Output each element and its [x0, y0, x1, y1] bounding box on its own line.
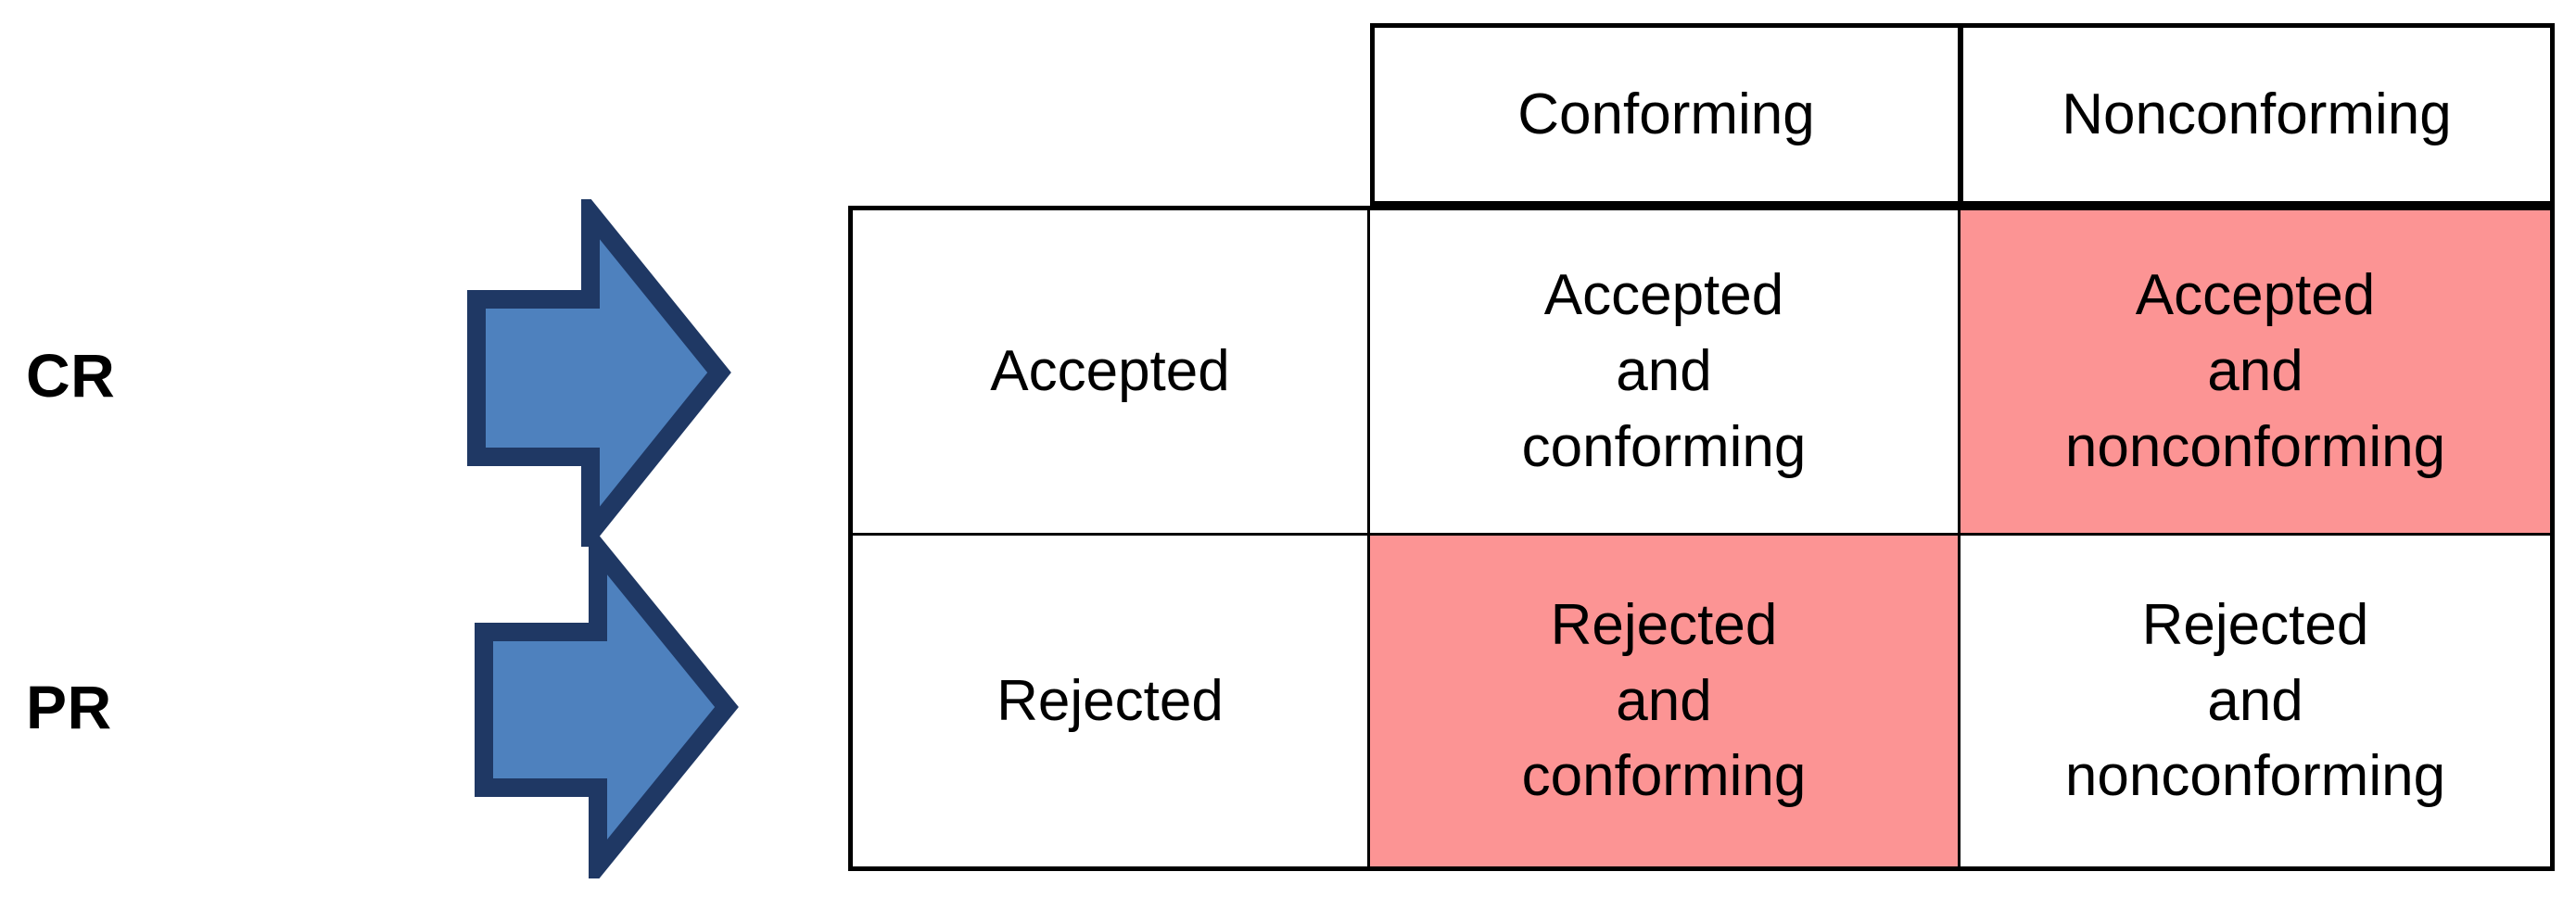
cell-line-2: and	[2207, 668, 2303, 733]
cell-line-1: Rejected	[1550, 592, 1778, 657]
table-body-grid: Accepted Accepted and conforming Accepte…	[848, 206, 2555, 871]
table-column-header-row: Conforming Nonconforming	[1370, 23, 2555, 206]
column-header-nonconforming: Nonconforming	[1961, 23, 2555, 206]
row-header-rejected: Rejected	[853, 536, 1370, 866]
cell-line-2: and	[1616, 339, 1712, 404]
cell-accepted-nonconforming: Accepted and nonconforming	[1961, 210, 2550, 536]
row-label-pr: PR	[26, 673, 112, 741]
cell-line-3: nonconforming	[2064, 744, 2446, 809]
row-header-accepted: Accepted	[853, 210, 1370, 536]
row-header-accepted-label: Accepted	[990, 339, 1230, 404]
cell-accepted-conforming: Accepted and conforming	[1370, 210, 1961, 536]
cell-line-2: and	[1616, 668, 1712, 733]
cell-line-2: and	[2207, 339, 2303, 404]
cell-line-3: nonconforming	[2064, 414, 2446, 479]
column-header-conforming: Conforming	[1370, 23, 1961, 206]
right-arrow-icon-cr	[463, 199, 732, 547]
cell-rejected-conforming: Rejected and conforming	[1370, 536, 1961, 866]
right-arrow-icon-pr	[471, 536, 740, 878]
row-header-rejected-label: Rejected	[996, 668, 1224, 733]
cell-rejected-nonconforming: Rejected and nonconforming	[1961, 536, 2550, 866]
cell-line-1: Rejected	[2141, 592, 2369, 657]
cell-line-3: conforming	[1521, 414, 1807, 479]
row-label-cr: CR	[26, 341, 116, 410]
cell-line-3: conforming	[1521, 744, 1807, 809]
cell-line-1: Accepted	[1543, 263, 1784, 328]
cell-line-1: Accepted	[2135, 263, 2376, 328]
